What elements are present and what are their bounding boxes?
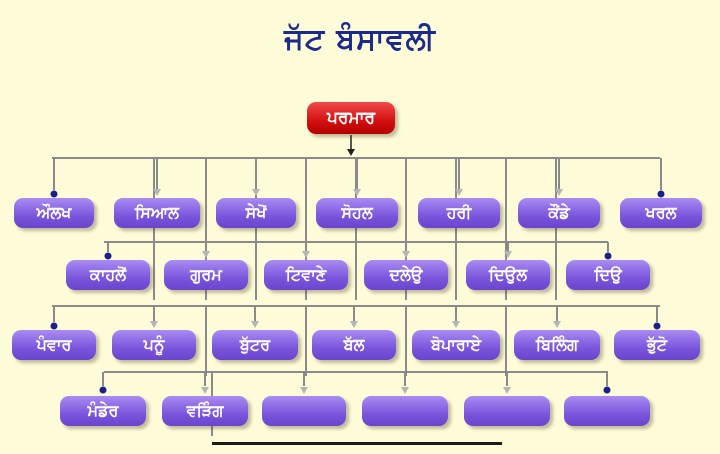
node-row1-6: ਕੌਂਡੇ bbox=[518, 198, 600, 228]
node-row3-5: ਬੋਪਾਰਾਏ bbox=[412, 330, 500, 360]
node-row1-5: ਹਰੀ bbox=[418, 198, 500, 228]
node-row3-3: ਬੁੱਟਰ bbox=[212, 330, 298, 360]
arrow-row1-2 bbox=[252, 189, 260, 196]
node-row1-2: ਸਿਆਲ bbox=[114, 198, 200, 228]
arrow-row3-3 bbox=[350, 321, 358, 328]
dot-row4-5 bbox=[603, 386, 611, 394]
arrow-row1-5 bbox=[555, 189, 563, 196]
dot-row2-0 bbox=[104, 252, 112, 260]
node-row2-2: ਗੁਰਮ bbox=[164, 260, 248, 290]
root-arrow bbox=[347, 149, 355, 156]
dot-row4-0 bbox=[99, 386, 107, 394]
node-row1-1: ਔਲਖ bbox=[14, 198, 94, 228]
dot-row3-6 bbox=[653, 322, 661, 330]
arrow-row2-2 bbox=[302, 251, 310, 258]
dot-row2-5 bbox=[604, 252, 612, 260]
arrow-row3-5 bbox=[553, 321, 561, 328]
arrow-row3-4 bbox=[452, 321, 460, 328]
node-row2-5: ਦਿਉਲ bbox=[466, 260, 550, 290]
arrow-row4-1 bbox=[201, 387, 209, 394]
arrow-row4-4 bbox=[503, 387, 511, 394]
arrow-row3-1 bbox=[150, 321, 158, 328]
node-row1-7: ਖਰਲ bbox=[620, 198, 702, 228]
node-row2-1: ਕਾਹਲੋਂ bbox=[66, 260, 150, 290]
arrow-row1-3 bbox=[353, 189, 361, 196]
arrow-row1-1 bbox=[153, 189, 161, 196]
dot-row3-0 bbox=[50, 322, 58, 330]
node-row1-3: ਸੇਖੋਂ bbox=[216, 198, 296, 228]
node-row3-7: ਭੁੱਟੋ bbox=[614, 330, 700, 360]
dot-row1-0 bbox=[50, 190, 58, 198]
node-row4-2: ਵੜਿੰਗ bbox=[162, 396, 248, 426]
arrow-row2-3 bbox=[402, 251, 410, 258]
arrow-row2-1 bbox=[202, 251, 210, 258]
root-node: ਪਰਮਾਰ bbox=[307, 102, 395, 134]
node-row1-4: ਸੋਹਲ bbox=[316, 198, 398, 228]
node-row3-6: ਬਿਲਿੰਗ bbox=[514, 330, 600, 360]
node-row3-1: ਪੰਵਾਰ bbox=[12, 330, 96, 360]
arrow-row1-4 bbox=[455, 189, 463, 196]
node-row4-5 bbox=[464, 396, 550, 426]
node-row4-6 bbox=[564, 396, 650, 426]
node-row2-6: ਦਿਉ bbox=[566, 260, 650, 290]
arrow-row4-3 bbox=[401, 387, 409, 394]
node-row4-1: ਮੰਡੇਰ bbox=[60, 396, 146, 426]
diagram-title: ਜੱਟ ਬੰਸਾਵਲੀ bbox=[284, 22, 436, 57]
node-row4-3 bbox=[262, 396, 346, 426]
node-row4-4 bbox=[362, 396, 448, 426]
arrow-row3-2 bbox=[251, 321, 259, 328]
bottom-rule bbox=[212, 442, 502, 445]
node-row3-2: ਪਨੂੰ bbox=[112, 330, 196, 360]
node-row2-4: ਦਲੇਉ bbox=[364, 260, 448, 290]
node-row2-3: ਟਿਵਾਣੇ bbox=[264, 260, 348, 290]
arrow-row4-2 bbox=[300, 387, 308, 394]
arrow-row2-4 bbox=[504, 251, 512, 258]
node-row3-4: ਬੱਲ bbox=[312, 330, 396, 360]
dot-row1-6 bbox=[657, 190, 665, 198]
